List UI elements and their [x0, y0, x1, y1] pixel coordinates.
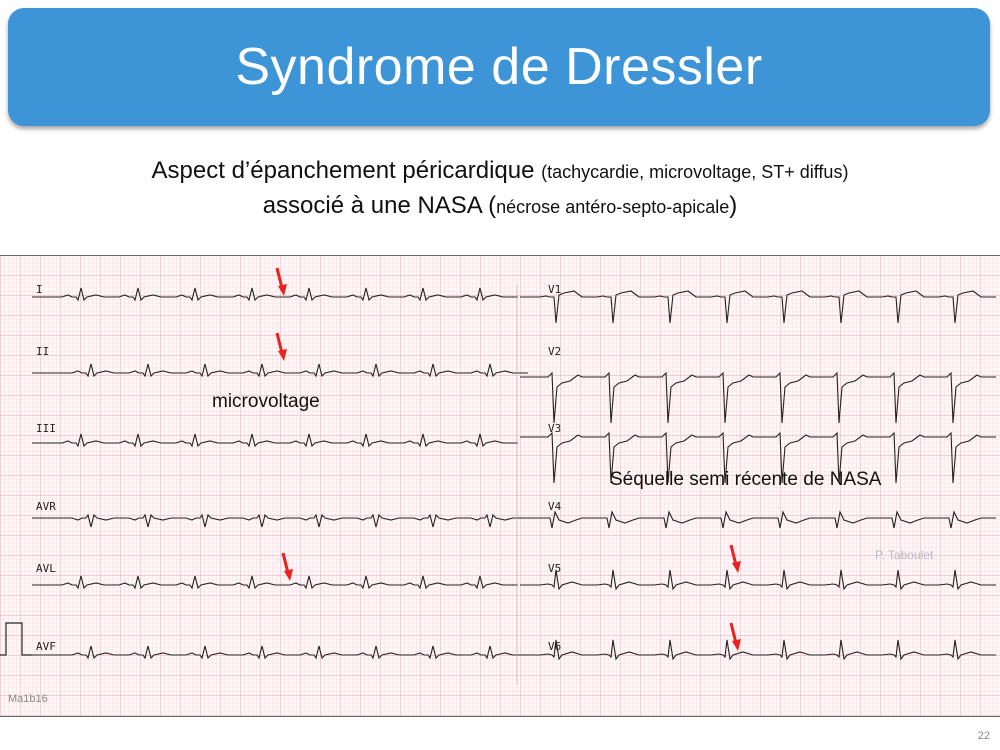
annotation-microvoltage: microvoltage — [212, 391, 320, 412]
red-arrow-icon — [729, 622, 741, 651]
red-arrow-icon — [281, 552, 293, 581]
slide-title: Syndrome de Dressler — [235, 38, 763, 96]
lead-label-v1: V1 — [548, 283, 561, 296]
subtitle-line-2: associé à une NASA (nécrose antéro-septo… — [0, 192, 1000, 220]
ecg-trace — [32, 513, 528, 528]
red-arrow-icon — [729, 544, 741, 573]
lead-label-v3: V3 — [548, 422, 561, 435]
author-credit: P. Taboulet — [875, 548, 934, 562]
ecg-trace — [32, 287, 518, 302]
ecg-trace — [32, 575, 518, 590]
lead-label-v6: V6 — [548, 640, 561, 653]
annotation-nasa: Séquelle semi récente de NASA — [610, 469, 882, 490]
ecg-trace — [32, 363, 528, 378]
ecg-trace — [520, 510, 996, 529]
record-id: Ma1b16 — [8, 693, 48, 705]
lead-label-avf: AVF — [36, 640, 56, 653]
lead-label-v5: V5 — [548, 562, 561, 575]
ecg-trace — [520, 569, 996, 591]
lead-label-avl: AVL — [36, 562, 56, 575]
ecg-trace — [32, 433, 518, 448]
title-banner: Syndrome de Dressler — [8, 8, 990, 126]
subtitle-detail-1: (tachycardie, microvoltage, ST+ diffus) — [541, 162, 849, 182]
ecg-trace — [520, 290, 996, 324]
subtitle-main-2: associé à une NASA ( — [262, 192, 497, 219]
red-arrow-icon — [275, 267, 287, 296]
lead-label-i: I — [36, 283, 43, 296]
lead-label-v4: V4 — [548, 500, 562, 513]
lead-label-iii: III — [36, 422, 56, 435]
red-arrow-icon — [275, 332, 287, 361]
ecg-trace — [520, 431, 996, 484]
subtitle-line-1: Aspect d’épanchement péricardique (tachy… — [0, 157, 1000, 185]
subtitle-detail-2: nécrose antéro-septo-apicale — [496, 197, 730, 217]
lead-label-v2: V2 — [548, 345, 561, 358]
subtitle-close-2: ) — [729, 192, 738, 219]
slide-number: 22 — [977, 730, 990, 742]
lead-label-ii: II — [36, 345, 49, 358]
calibration-pulse — [0, 622, 32, 656]
ecg-trace — [520, 371, 996, 424]
ecg-trace — [520, 639, 996, 661]
ecg-tracing: I II III AVR AVL AVF V1 V2 V3 V4 V5 V6 m… — [0, 255, 1000, 717]
ecg-trace — [32, 645, 528, 660]
subtitle-main-1: Aspect d’épanchement péricardique — [151, 157, 535, 184]
lead-label-avr: AVR — [36, 500, 56, 513]
